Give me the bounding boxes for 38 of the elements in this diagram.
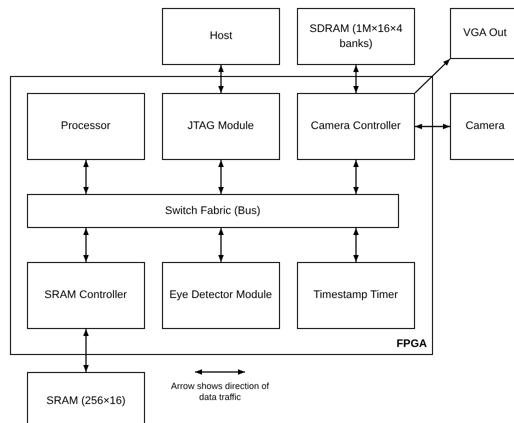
arrow: [218, 160, 224, 194]
bus-bar: [26, 194, 399, 228]
block-label: SRAM (256×16): [45, 394, 127, 408]
block-box: [450, 93, 514, 160]
block-label: Switch Fabric (Bus): [164, 204, 262, 218]
arrow: [353, 228, 359, 262]
block-box: [27, 372, 145, 423]
block-label: Processor: [60, 119, 112, 134]
arrow: [218, 228, 224, 262]
block-label: Host: [208, 29, 234, 44]
arrow: [83, 329, 89, 372]
block-box: [296, 92, 415, 160]
block-box: [297, 8, 415, 65]
block-label: Eye Detector Module: [168, 288, 274, 302]
block-box: [162, 262, 280, 329]
fpga-frame: [10, 76, 433, 355]
block-label: Camera: [464, 119, 506, 134]
block-label: Timestamp Timer: [312, 288, 399, 302]
block-label: Camera Controller: [310, 119, 402, 134]
block-label: SDRAM (1M×16×4 banks): [308, 22, 404, 51]
arrow: [415, 124, 450, 130]
block-box: [26, 262, 145, 329]
block-box: [450, 8, 514, 59]
block-label: SRAM Controller: [43, 288, 128, 302]
block-box: [162, 8, 280, 65]
block-box: [296, 262, 415, 329]
arrow: [218, 65, 224, 93]
block-label: VGA Out: [462, 26, 508, 41]
group-label: FPGA: [396, 336, 427, 351]
arrow: [414, 58, 450, 94]
arrow: [353, 160, 359, 194]
block-box: [26, 92, 145, 160]
legend-text: Arrow shows direction of data traffic: [170, 381, 270, 404]
arrow: [353, 65, 359, 93]
block-label: JTAG Module: [186, 119, 255, 134]
arrow: [83, 160, 89, 194]
block-box: [162, 92, 280, 160]
arrow: [83, 228, 89, 262]
